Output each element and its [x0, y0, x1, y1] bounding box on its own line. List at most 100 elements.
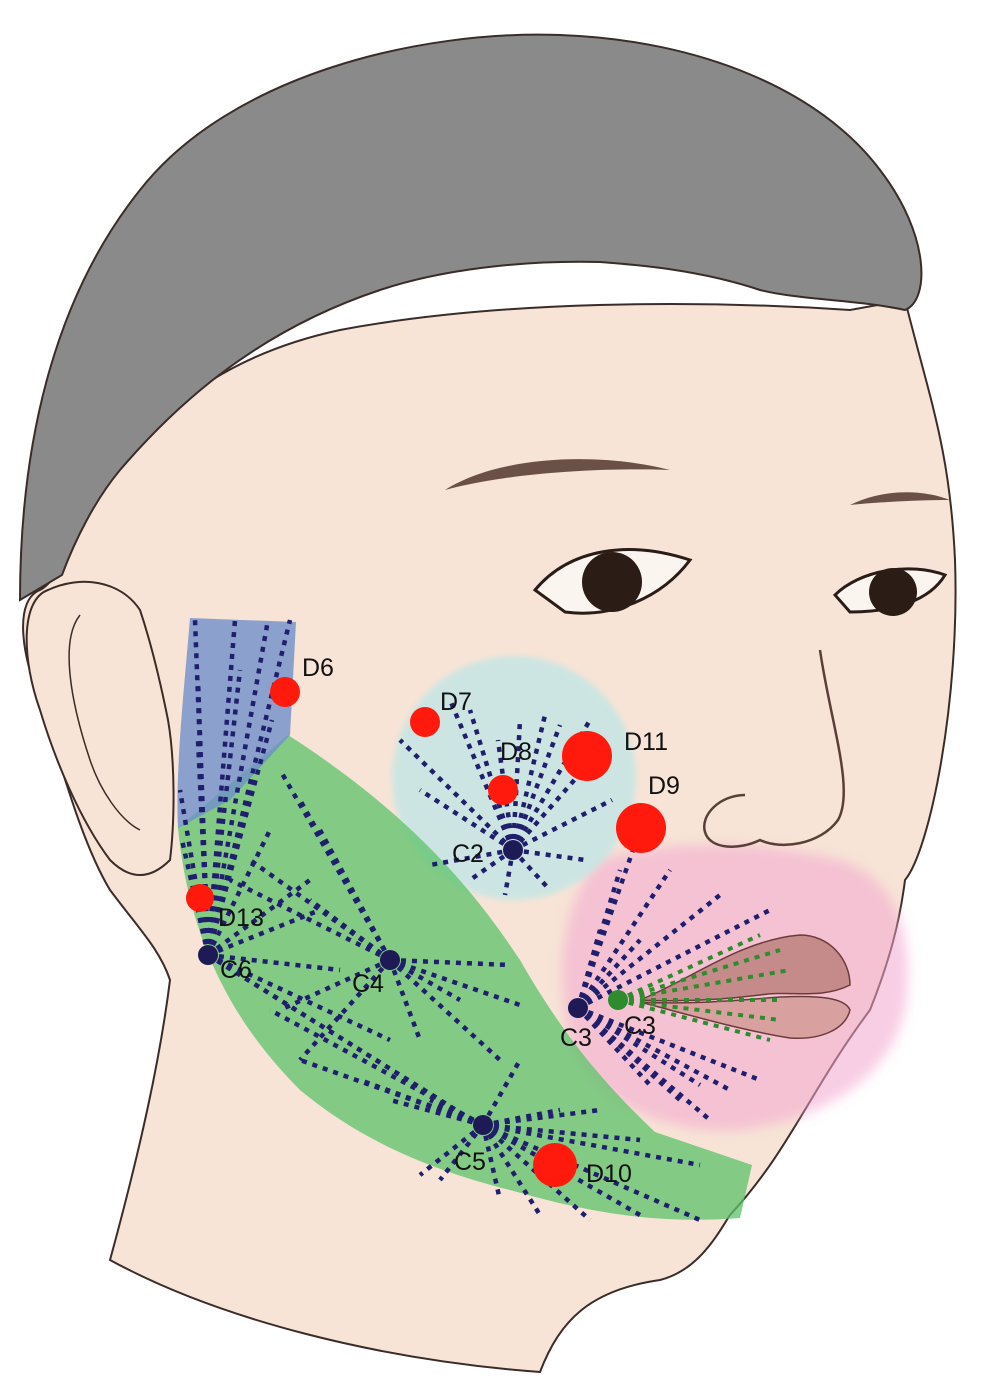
c5-rays-line [418, 1123, 485, 1177]
c4-dot [380, 950, 400, 970]
label-c6: C6 [220, 956, 252, 984]
upper-lip [639, 934, 851, 1002]
c5-rays-line [480, 1124, 503, 1201]
region-blue [177, 618, 296, 828]
d10-dot [533, 1143, 577, 1187]
c3-green-rays [617, 933, 791, 1042]
c2-rays-line [447, 699, 516, 851]
hair [18, 33, 923, 602]
c4-rays-line [279, 957, 391, 1013]
c6-dot [198, 945, 218, 965]
d7-dot [410, 707, 440, 737]
label-d8: D8 [500, 738, 532, 766]
c3-green-rays-line [617, 933, 761, 1002]
c5-rays-line [268, 1008, 485, 1127]
c3-rays-line [576, 1006, 732, 1092]
d9-dot [616, 803, 666, 853]
c4-rays-line [248, 858, 392, 962]
c6-rays-line [207, 952, 341, 973]
c4-rays-line [387, 959, 423, 1041]
d8-dot [488, 775, 518, 805]
c3-right-dot [608, 990, 628, 1010]
c5-rays-line [438, 1123, 485, 1182]
c4-rays-line [318, 828, 392, 962]
right-iris [869, 568, 917, 616]
d11-dot [562, 731, 612, 781]
label-d13: D13 [218, 904, 264, 932]
c5-dot [473, 1115, 493, 1135]
c2-dot [503, 840, 523, 860]
c5-rays-line [482, 1122, 701, 1168]
c3-left-dot [568, 998, 588, 1018]
c5-rays-line [481, 1123, 592, 1222]
ear-inner [68, 614, 141, 831]
label-d10: D10 [586, 1160, 632, 1188]
c3-rays [575, 829, 772, 1122]
c2-rays-line [512, 847, 586, 863]
c5-rays [268, 1008, 701, 1223]
c4-rays-line [388, 958, 462, 1002]
ear [25, 580, 175, 876]
label-c4: C4 [352, 970, 384, 998]
c3-green-rays-line [617, 998, 781, 1022]
c6-rays-line [205, 669, 243, 956]
c2-rays-line [502, 849, 516, 896]
d6-dot [270, 677, 300, 707]
point-labels: D6 D7 D8 D11 D9 C2 D13 C6 C4 C3 C3 C5 D1… [218, 654, 680, 1188]
left-eyebrow [445, 459, 670, 490]
right-eyebrow [850, 492, 950, 505]
c2-rays-line [510, 714, 548, 851]
c4-rays-line [298, 958, 392, 1062]
c2-rays-line [511, 797, 614, 853]
c3-green-rays-line [617, 968, 791, 1002]
c4-rays-line [389, 957, 511, 968]
c2-rays-line [429, 847, 514, 868]
c2-rays-line [467, 709, 516, 851]
c3-rays-line [575, 929, 603, 1009]
region-green [178, 735, 752, 1220]
c3-rays-line [575, 829, 643, 1009]
c2-rays-line [511, 743, 607, 852]
c2-rays-line [418, 788, 515, 852]
c3-rays-line [576, 907, 772, 1011]
d13-dot [186, 884, 214, 912]
label-c2: C2 [452, 840, 484, 868]
c2-rays-line [510, 724, 563, 851]
c6-rays-line [205, 779, 258, 956]
label-c3-right: C3 [624, 1012, 656, 1040]
c5-rays-line [429, 1097, 484, 1128]
label-c3-left: C3 [560, 1024, 592, 1052]
c2-rays-line [398, 738, 515, 852]
label-d9: D9 [648, 772, 680, 800]
c5-rays-line [482, 1107, 601, 1128]
c2-rays-line [468, 848, 515, 882]
c4-rays-line [388, 958, 502, 1062]
c5-rays-line [481, 1123, 542, 1217]
c6-rays-line [207, 907, 321, 958]
label-d7: D7 [440, 688, 472, 716]
label-d6: D6 [302, 654, 334, 682]
left-iris [582, 552, 642, 612]
c4-rays [228, 768, 521, 1062]
c5-rays-line [481, 1058, 522, 1127]
c3-rays-line [576, 893, 722, 1010]
c3-rays-line [576, 1006, 712, 1122]
c4-rays-line [228, 877, 392, 963]
c6-rays-line [195, 739, 211, 956]
c6-rays-line [205, 619, 271, 956]
label-c5: C5 [454, 1148, 486, 1176]
c3-green-rays-line [617, 998, 771, 1042]
nose [702, 649, 845, 848]
c6-rays-line [207, 952, 391, 1043]
region-cyan [392, 656, 636, 900]
injection-points [186, 677, 666, 1187]
c2-rays-line [511, 848, 552, 892]
c5-rays-line [389, 1097, 484, 1128]
c6-rays-line [205, 829, 273, 956]
c4-rays-line [389, 957, 521, 1008]
c5-rays-line [482, 1122, 641, 1143]
c3-rays-line [576, 938, 642, 1010]
label-d11: D11 [624, 728, 668, 756]
